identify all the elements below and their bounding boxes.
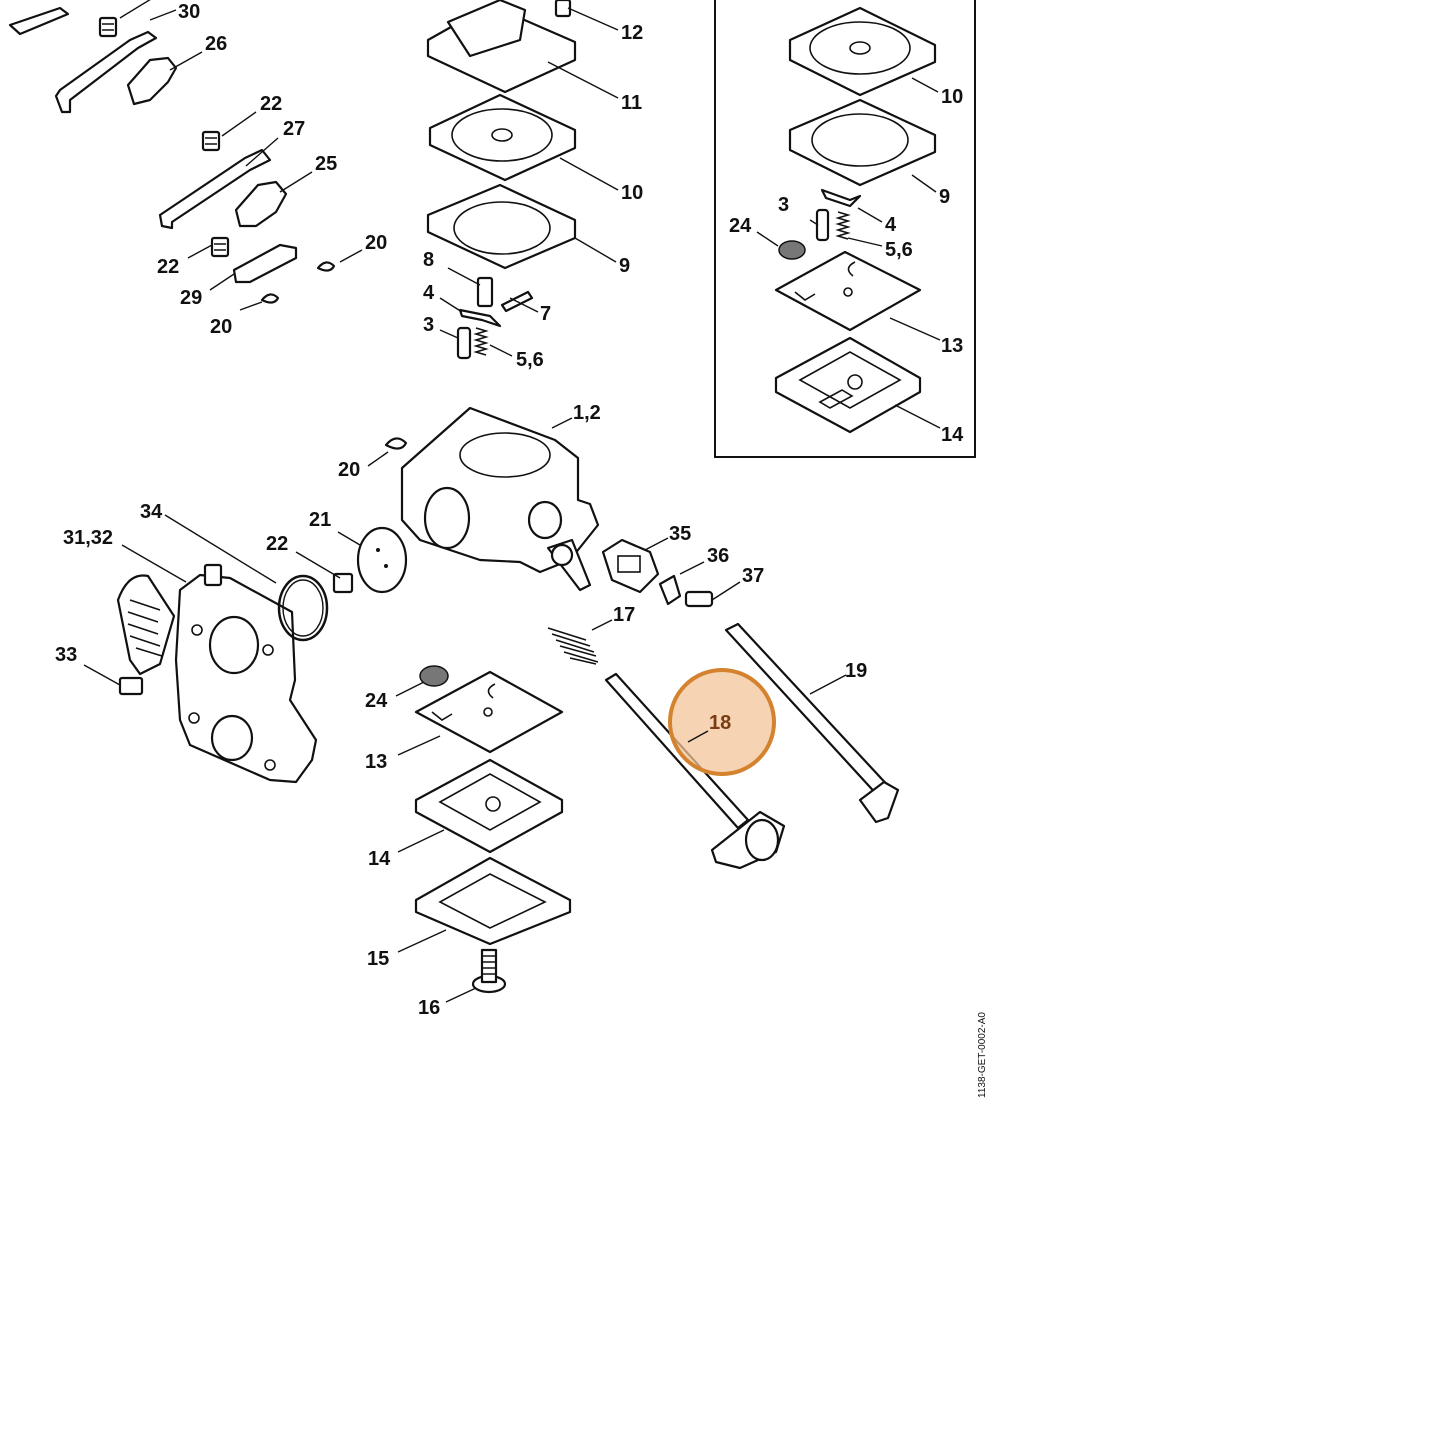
inset-callout-10: 10 [941, 86, 963, 108]
inset-strainer-24[interactable] [778, 240, 806, 260]
lever-30[interactable] [8, 6, 158, 114]
clip-20-c[interactable] [384, 437, 408, 450]
highlight-part-18[interactable] [668, 668, 776, 776]
inset-panel [714, 0, 976, 458]
inset-spring-56[interactable] [835, 211, 851, 240]
valve-21[interactable] [356, 526, 408, 594]
callout-21: 21 [309, 509, 331, 531]
inset-callout-9: 9 [939, 186, 950, 208]
callout-27: 27 [283, 118, 305, 140]
callout-8: 8 [423, 249, 434, 271]
callout-4: 4 [423, 282, 435, 304]
inset-callout-4: 4 [885, 214, 897, 236]
diaphragm-14[interactable] [414, 758, 564, 854]
callout-20b: 20 [210, 316, 232, 338]
callout-56: 5,6 [516, 349, 544, 371]
callout-3: 3 [423, 314, 434, 336]
carburetor-body-12[interactable] [400, 406, 600, 592]
screw-33[interactable] [118, 676, 144, 696]
callout-1-2: 1,2 [573, 402, 601, 424]
inset-callout-56: 5,6 [885, 239, 913, 261]
screw-12[interactable] [554, 0, 572, 18]
link-29[interactable] [232, 243, 298, 284]
callout-22c: 22 [266, 533, 288, 555]
callout-24: 24 [365, 690, 388, 712]
callout-7: 7 [540, 303, 551, 325]
screw-22-c[interactable] [332, 572, 354, 594]
inset-gasket-9[interactable] [788, 98, 937, 187]
clip-36[interactable] [658, 574, 682, 606]
screw-16[interactable] [471, 948, 507, 994]
callout-37: 37 [742, 565, 764, 587]
throttle-spring-3132[interactable] [116, 563, 223, 676]
oring-34[interactable] [277, 574, 329, 642]
needle-valve-3[interactable] [456, 326, 472, 360]
callout-10: 10 [621, 182, 643, 204]
strainer-24[interactable] [419, 665, 449, 687]
callout-26: 26 [205, 33, 227, 55]
adjuster-35[interactable] [601, 538, 660, 594]
cover-15[interactable] [414, 856, 572, 946]
lever-25[interactable] [234, 180, 288, 228]
document-id: 1138-GET-0002-A0 [977, 1012, 988, 1098]
inset-callout-24: 24 [729, 215, 752, 237]
callout-19: 19 [845, 660, 867, 682]
callout-20a: 20 [365, 232, 387, 254]
leader-lines [83, 0, 847, 1003]
callout-30: 30 [178, 1, 200, 23]
inset-callout-13: 13 [941, 335, 963, 357]
lever-4[interactable] [458, 308, 502, 328]
callout-9: 9 [619, 255, 630, 277]
inset-diaphragm-14[interactable] [774, 336, 922, 434]
gasket-9[interactable] [426, 183, 577, 270]
screw-37[interactable] [684, 590, 714, 608]
intake-flange-3132[interactable] [174, 573, 318, 784]
callout-25: 25 [315, 153, 337, 175]
clip-20-b[interactable] [260, 293, 280, 304]
spring-56[interactable] [473, 327, 489, 356]
clip-20-a[interactable] [316, 261, 336, 272]
plate-13[interactable] [414, 670, 564, 754]
inset-needle-valve-3[interactable] [815, 208, 830, 242]
callout-33: 33 [55, 644, 77, 666]
callout-20c: 20 [338, 459, 360, 481]
callout-12: 12 [621, 22, 643, 44]
inset-callout-3: 3 [778, 194, 789, 216]
callout-17: 17 [613, 604, 635, 626]
callout-18: 18 [709, 712, 731, 734]
callout-11: 11 [621, 92, 642, 114]
callout-labels: 30 26 22 27 25 22 20 29 20 12 11 10 9 8 … [55, 1, 964, 1019]
callout-13: 13 [365, 751, 387, 773]
choke-shaft-19[interactable] [724, 622, 900, 824]
diaphragm-10[interactable] [428, 93, 577, 182]
screw-22-b[interactable] [210, 236, 230, 258]
inset-diaphragm-10[interactable] [788, 6, 937, 97]
callout-22a: 22 [260, 93, 282, 115]
callout-29: 29 [180, 287, 202, 309]
callout-31-32: 31,32 [63, 527, 113, 549]
lever-27[interactable] [158, 148, 272, 230]
screw-22-top[interactable] [98, 16, 118, 38]
spring-17[interactable] [547, 627, 599, 665]
screw-22-a[interactable] [201, 130, 221, 152]
pump-cover-11[interactable] [426, 0, 577, 94]
callout-36: 36 [707, 545, 729, 567]
inset-lever-4[interactable] [820, 188, 862, 208]
callout-14: 14 [368, 848, 391, 870]
inset-plate-13[interactable] [774, 250, 922, 332]
callout-22b: 22 [157, 256, 179, 278]
callout-34: 34 [140, 501, 163, 523]
inset-callout-14: 14 [941, 424, 964, 446]
callout-16: 16 [418, 997, 440, 1019]
screw-8[interactable] [476, 276, 494, 308]
callout-35: 35 [669, 523, 691, 545]
callout-15: 15 [367, 948, 389, 970]
lever-26[interactable] [126, 56, 178, 106]
